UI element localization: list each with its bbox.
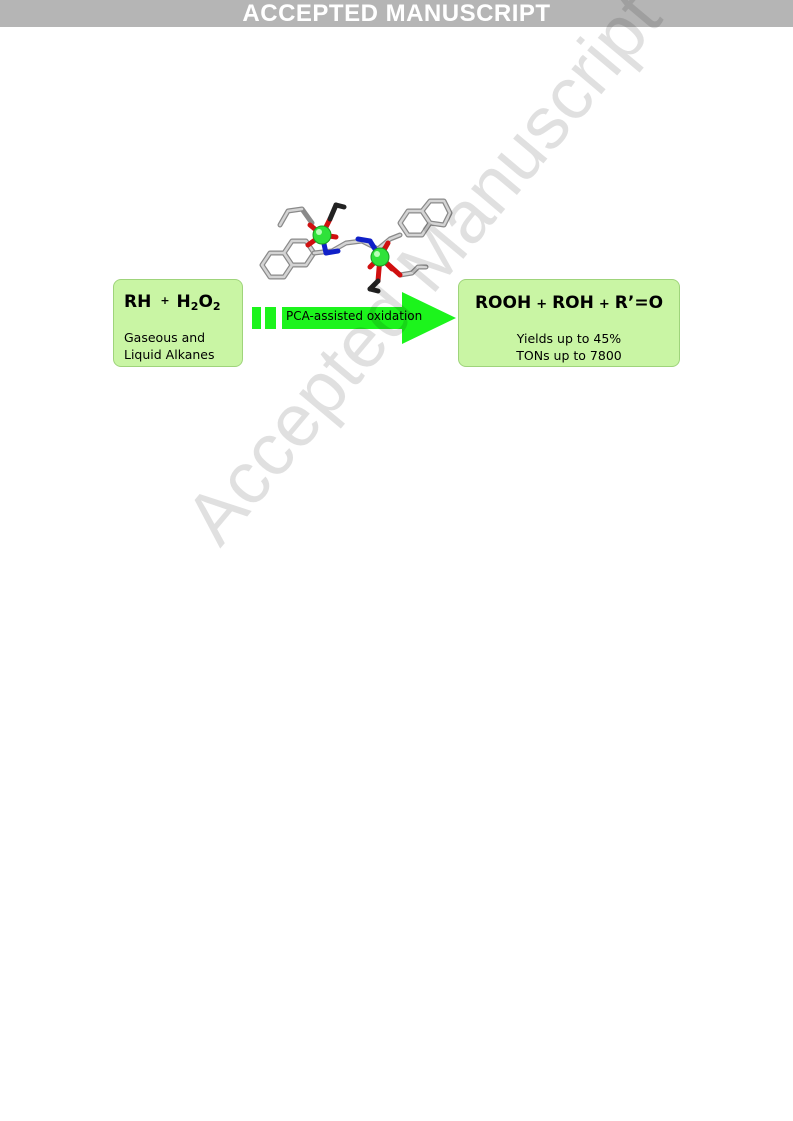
reactant-equation: RH + H2O2 xyxy=(124,292,221,312)
substrate-line-2: Liquid Alkanes xyxy=(124,347,215,362)
product-equation: ROOH + ROH + R’=O xyxy=(459,293,679,313)
products-box: ROOH + ROH + R’=O Yields up to 45% TONs up t… xyxy=(458,279,680,367)
reactant-plus: + xyxy=(160,294,170,307)
reactants-box: RH + H2O2 Gaseous and Liquid Alkanes xyxy=(113,279,243,367)
product-ketone: R’=O xyxy=(614,293,664,313)
peroxide-formula: H2O2 xyxy=(176,292,221,313)
results-summary: Yields up to 45% TONs up to 7800 xyxy=(459,330,679,364)
product-hydroperoxide: ROOH xyxy=(474,293,532,313)
banner-text: ACCEPTED MANUSCRIPT xyxy=(242,0,551,27)
ton-line: TONs up to 7800 xyxy=(516,348,622,363)
accepted-manuscript-banner: ACCEPTED MANUSCRIPT xyxy=(0,0,793,27)
catalyst-structure-image xyxy=(259,198,453,294)
product-alcohol: ROH xyxy=(552,293,594,313)
arrow-label: PCA-assisted oxidation xyxy=(286,309,423,323)
arrow-body xyxy=(282,292,456,344)
substrate-line-1: Gaseous and xyxy=(124,330,206,345)
arrow-dash-2 xyxy=(265,307,276,329)
arrow-dash-1 xyxy=(252,307,261,329)
alkane-formula: RH xyxy=(124,292,152,312)
product-plus-1: + xyxy=(536,297,548,312)
yield-line: Yields up to 45% xyxy=(516,331,622,346)
substrate-description: Gaseous and Liquid Alkanes xyxy=(124,329,215,363)
reaction-arrow xyxy=(252,292,456,344)
product-plus-2: + xyxy=(598,297,610,312)
